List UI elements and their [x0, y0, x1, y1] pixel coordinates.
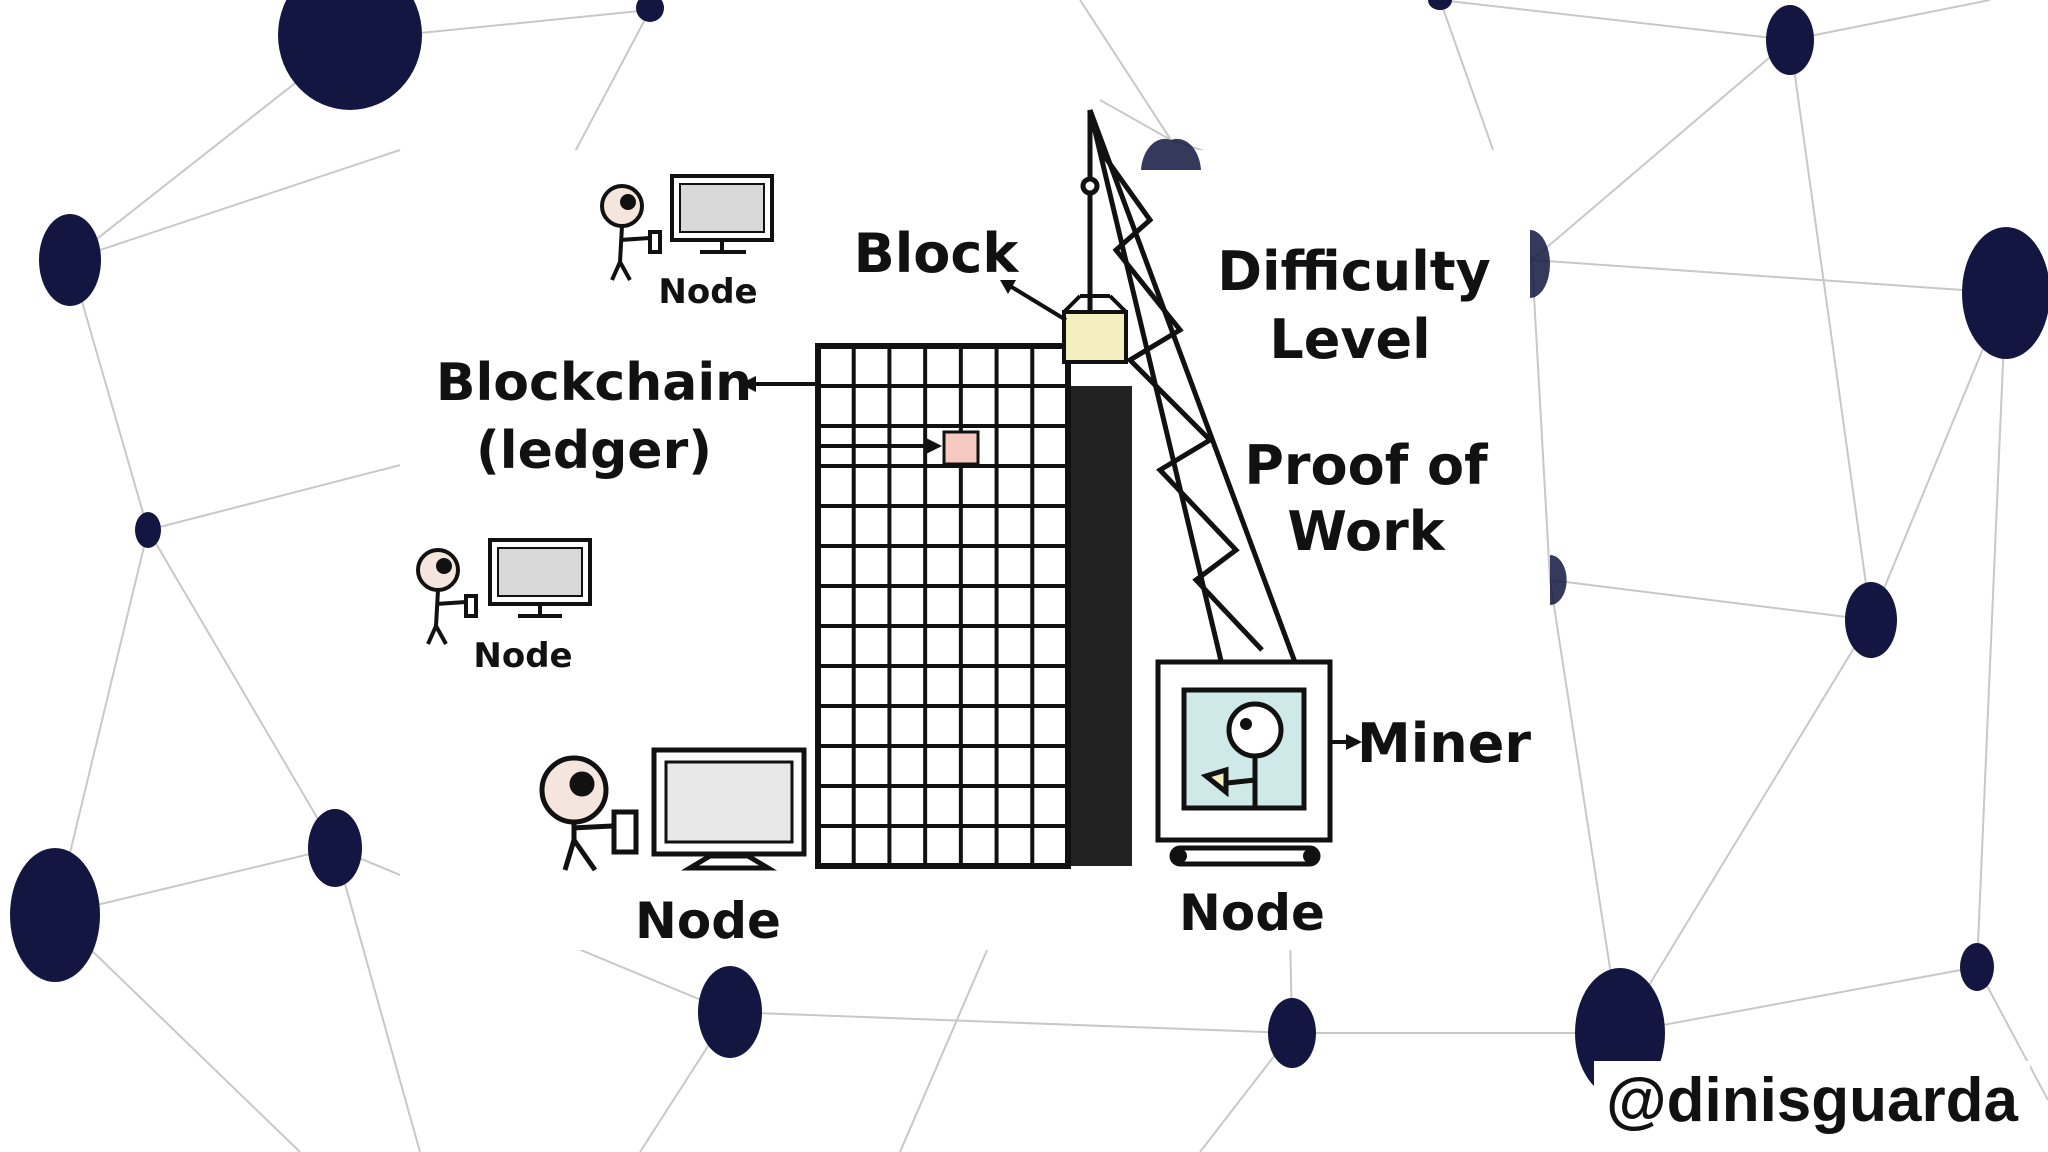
blockchain-building: [818, 346, 1132, 866]
network-dot: [1845, 582, 1897, 658]
network-dot: [1141, 139, 1201, 170]
block-label: Block: [854, 222, 1020, 285]
network-dot: [1766, 5, 1814, 75]
node-label-miner: Node: [1179, 884, 1325, 942]
network-dot: [1530, 230, 1550, 298]
miner-label: Miner: [1357, 712, 1531, 775]
author-handle: @dinisguarda: [1594, 1061, 2030, 1140]
miner-cabin: [1158, 662, 1330, 864]
network-dot: [1962, 227, 2048, 359]
network-dot: [1268, 998, 1316, 1068]
network-dot: [278, 0, 422, 110]
difficulty-label-line2: Level: [1269, 308, 1430, 371]
network-dot: [1960, 943, 1994, 991]
blockchain-label: Blockchain: [436, 353, 752, 413]
network-dot: [135, 512, 161, 548]
network-dot: [39, 214, 101, 306]
miner-head: [1229, 704, 1281, 756]
network-dot: [10, 848, 100, 982]
node-label-middle: Node: [473, 636, 572, 676]
network-dot: [698, 966, 762, 1058]
network-dot: [1550, 555, 1567, 605]
pow-label-line1: Proof of: [1244, 434, 1488, 497]
pow-label-line2: Work: [1287, 500, 1445, 563]
network-dot: [636, 0, 664, 22]
network-dot: [1428, 0, 1452, 10]
ledger-label: (ledger): [476, 421, 712, 481]
node-bottom-left: [542, 750, 804, 870]
network-dot: [308, 809, 362, 887]
node-label-bottom-left: Node: [635, 892, 781, 950]
highlighted-block: [944, 432, 978, 464]
difficulty-label-line1: Difficulty: [1217, 240, 1491, 303]
node-label-top: Node: [658, 272, 757, 312]
